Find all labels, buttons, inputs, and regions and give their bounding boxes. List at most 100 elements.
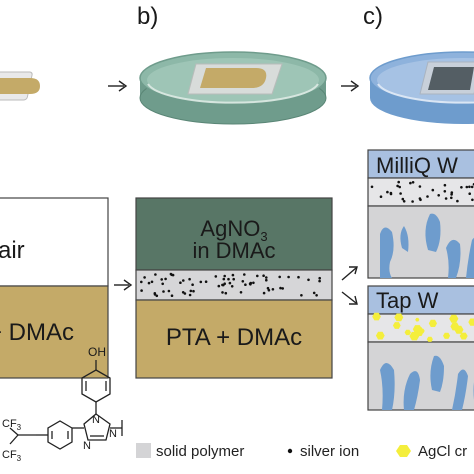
silver-ion-dot	[228, 281, 232, 285]
box-middle-bottom-text: PTA + DMAc	[166, 324, 302, 351]
agcl-crystal	[426, 336, 433, 342]
silver-ion-dot	[243, 273, 246, 276]
silver-ion-dot	[443, 183, 447, 187]
legend-silver-ion: silver ion	[300, 443, 359, 460]
silver-ion-dot	[189, 289, 193, 293]
silver-ion-dot	[161, 282, 164, 286]
split-arrows	[341, 266, 358, 305]
panel-a-sample	[0, 71, 40, 101]
agcl-crystal-icon	[396, 445, 411, 457]
legend: solid polymer silver ion AgCl cr	[136, 443, 467, 460]
box-middle: AgNO3 in DMAc PTA + DMAc	[135, 197, 333, 379]
silver-ion-dot	[465, 185, 469, 189]
agcl-crystal	[392, 322, 401, 329]
agno3-solvent-text: in DMAc	[192, 238, 275, 263]
agcl-crystal	[394, 313, 404, 322]
pores-milliq	[380, 213, 474, 278]
silver-ion-icon	[287, 448, 293, 454]
silver-ion-dot	[221, 283, 224, 287]
oh-label: OH	[88, 345, 106, 359]
silver-ion-dot	[140, 289, 143, 292]
agcl-crystal	[415, 317, 420, 322]
silver-ion-dot	[160, 278, 163, 281]
silver-ion-dot	[266, 286, 270, 290]
silver-ion-dot	[300, 294, 303, 297]
silver-ion-dot	[182, 279, 185, 282]
silver-ion-dot	[470, 185, 474, 189]
silver-ion-dot	[164, 277, 167, 281]
silver-ion-dot	[179, 281, 182, 285]
legend-solid-polymer: solid polymer	[156, 443, 244, 460]
silver-ion-dot	[431, 188, 435, 192]
silver-ion-dot	[150, 280, 154, 284]
silver-ion-dot	[396, 184, 399, 188]
darkened-film	[428, 67, 474, 90]
silver-ion-dot	[188, 293, 192, 297]
n-label-1: N	[92, 414, 100, 426]
silver-ion-dot	[221, 291, 224, 294]
n-label-3: N	[83, 440, 91, 452]
silver-ion-dot	[188, 277, 191, 281]
silver-ion-dot	[318, 279, 321, 283]
silver-ion-dot	[262, 274, 265, 278]
polymer-film	[0, 78, 40, 94]
silver-ion-dot	[315, 294, 318, 297]
legend-agcl-crystal: AgCl cr	[418, 443, 467, 460]
silver-ion-dot	[271, 288, 275, 291]
silver-ion-dot	[153, 293, 157, 296]
cf3-bottom: CF3	[2, 449, 22, 463]
petri-dish-blue	[369, 51, 474, 124]
silver-ion-dot	[468, 185, 471, 189]
silver-ion-dot	[307, 278, 310, 282]
silver-ion-dot	[167, 289, 171, 293]
silver-ion-dot	[401, 197, 405, 201]
silver-ion-dot	[224, 291, 228, 295]
agcl-crystal	[468, 318, 474, 326]
silver-ion-dot	[279, 286, 282, 290]
n-label-2: N	[109, 428, 117, 440]
silver-ion-dot	[389, 192, 393, 196]
silver-ion-dot	[147, 281, 151, 285]
silver-ion-dot	[223, 282, 226, 286]
silver-ion-dot	[162, 290, 165, 293]
silver-ion-dot	[230, 285, 234, 288]
arrow-left-to-middle	[114, 279, 133, 291]
silver-ion-dot	[379, 195, 383, 198]
cf3-top: CF3	[2, 418, 22, 432]
silver-ion-dot	[170, 294, 174, 298]
silver-ion-dot	[312, 291, 316, 295]
silver-ion-dot	[262, 291, 266, 295]
agcl-crystal	[372, 312, 381, 321]
silver-ion-dot	[444, 197, 448, 200]
silver-ion-dot	[217, 284, 221, 288]
silver-ion-dot	[318, 276, 322, 280]
silver-ion-dot	[443, 190, 447, 193]
arrow-b-to-c	[341, 80, 360, 92]
silver-ion-layer	[140, 272, 322, 298]
silver-ion-dot	[244, 283, 247, 287]
silver-ion-dot	[281, 287, 285, 290]
silver-ion-dot	[402, 200, 406, 203]
panel-c-label: c)	[363, 3, 383, 30]
silver-ion-dot	[398, 185, 402, 189]
silver-ion-dot	[255, 274, 259, 278]
silver-ion-dot	[143, 276, 146, 279]
silver-ion-dot	[297, 275, 300, 279]
silver-ion-dot	[192, 289, 195, 293]
silver-ion-dot	[155, 294, 159, 298]
box-left-top-text: air	[0, 237, 25, 264]
silver-ion-dot	[471, 198, 474, 202]
silver-ion-dot	[265, 278, 268, 282]
silver-ion-dot	[418, 197, 422, 200]
milliq-title: MilliQ W	[376, 153, 458, 178]
silver-ion-dot	[437, 194, 441, 197]
silver-ion-dot	[154, 273, 157, 276]
silver-ion-dot	[191, 283, 194, 287]
silver-ion-dot	[232, 277, 235, 281]
silver-ion-dot	[456, 199, 459, 203]
agcl-crystal	[450, 322, 460, 331]
silver-ion-dot	[411, 181, 415, 184]
agcl-crystal	[459, 332, 468, 340]
silver-ion-dot	[231, 273, 235, 277]
agno3-text: AgNO3	[200, 216, 267, 244]
